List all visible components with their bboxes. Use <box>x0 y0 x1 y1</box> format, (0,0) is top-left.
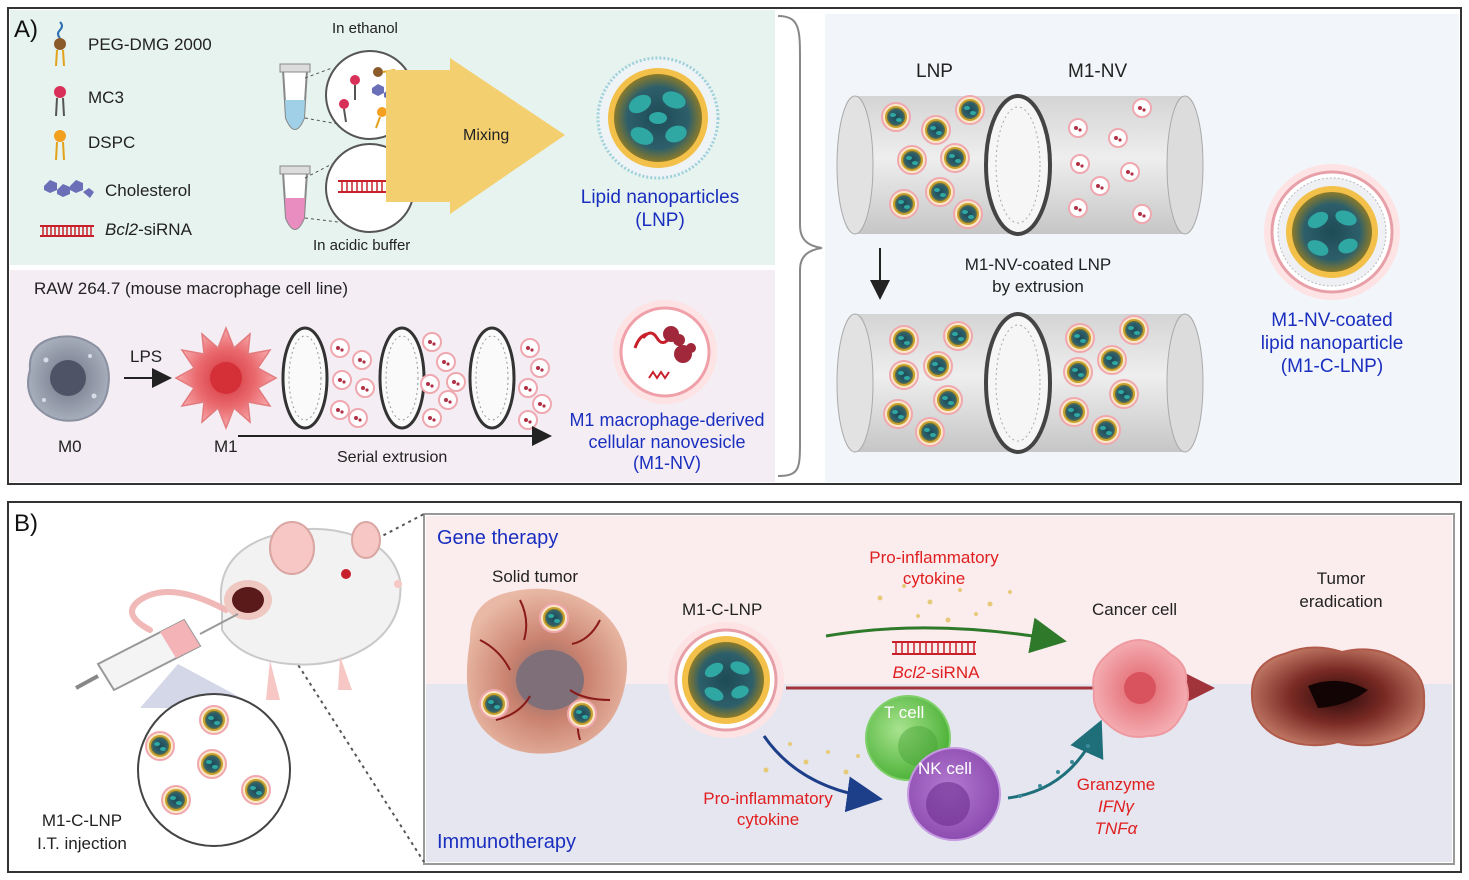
legend-sirna: Bcl2-siRNA <box>105 220 192 239</box>
sirna-strand-b-icon <box>892 641 976 655</box>
m1-nv-header: M1-NV <box>1068 61 1128 82</box>
syringe-icon <box>75 613 239 692</box>
cytokine-dots-top <box>877 584 1012 623</box>
m1-c-lnp-large-icon <box>1264 164 1400 300</box>
m1-nv-large-icon <box>613 300 717 404</box>
mixing-label: Mixing <box>463 127 510 144</box>
legend-dspc: DSPC <box>88 133 136 152</box>
grouping-bracket <box>777 15 823 477</box>
nk-cell-label: NK cell <box>918 759 972 778</box>
solid-tumor-label: Solid tumor <box>492 567 578 586</box>
tumor-eradication-icon <box>1250 646 1426 747</box>
panel-b-label: B) <box>14 510 38 537</box>
buffer-tube-icon <box>279 165 311 230</box>
gene-arrow <box>825 617 1067 654</box>
lnp-header: LNP <box>916 61 953 82</box>
immune-arrow <box>762 735 883 813</box>
lps-label: LPS <box>130 347 163 366</box>
cancer-cell-label: Cancer cell <box>1092 600 1178 619</box>
mouse-illustration <box>129 521 402 700</box>
ethanol-tube-icon <box>279 63 311 130</box>
m1-c-lnp-b-label: M1-C-LNP <box>682 600 763 619</box>
dspc-icon <box>54 130 66 161</box>
panel-a-label: A) <box>14 16 38 43</box>
m1-macrophage-icon <box>174 325 278 431</box>
m0-macrophage-icon <box>27 335 110 422</box>
granule-dots <box>1018 744 1090 798</box>
in-acidic-buffer-label: In acidic buffer <box>313 237 411 254</box>
serial-extrusion-label: Serial extrusion <box>337 449 448 466</box>
cancer-cell-icon <box>1092 638 1189 738</box>
sirna-icon <box>40 225 94 237</box>
lnp-particle-large <box>596 56 720 180</box>
lnp-label: Lipid nanoparticles(LNP) <box>580 187 740 231</box>
immunotherapy-label: Immunotherapy <box>437 831 576 853</box>
t-cell-label: T cell <box>884 703 925 722</box>
raw-cell-line-title: RAW 264.7 (mouse macrophage cell line) <box>34 279 349 298</box>
peg-dmg-icon <box>54 21 66 67</box>
sirna-b-label: Bcl2-siRNA <box>892 663 980 682</box>
m1-label: M1 <box>214 437 238 456</box>
mc3-icon <box>54 86 66 117</box>
legend-cholesterol: Cholesterol <box>105 181 191 200</box>
m0-label: M0 <box>58 437 82 456</box>
gene-therapy-label: Gene therapy <box>437 527 559 549</box>
cytokine-dots-bottom <box>763 742 860 775</box>
legend-mc3: MC3 <box>88 88 124 107</box>
cholesterol-icon <box>44 180 94 198</box>
legend-peg: PEG-DMG 2000 <box>88 35 212 54</box>
m1-c-lnp-icon <box>668 622 784 738</box>
mixing-arrow <box>386 58 565 214</box>
in-ethanol-label: In ethanol <box>332 20 398 37</box>
